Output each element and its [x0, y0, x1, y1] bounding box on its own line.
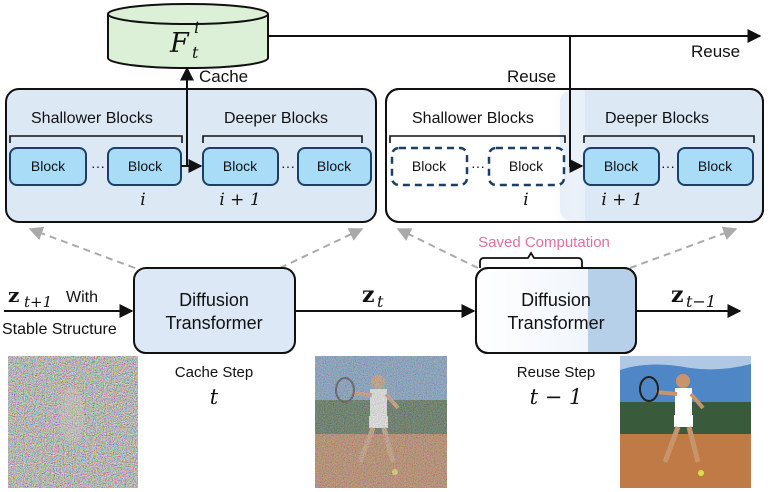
- transformer-left-line2: Transformer: [165, 313, 262, 333]
- right-block-last-label: Block: [698, 158, 733, 174]
- cache-step-panel: Shallower Blocks Deeper Blocks Block ···…: [5, 88, 377, 223]
- left-index-i1: i + 1: [219, 190, 260, 210]
- left-dots-1: ···: [91, 158, 105, 174]
- saved-computation-label: Saved Computation: [478, 234, 610, 251]
- mid-symbol: z: [362, 282, 375, 308]
- noisy-image-t-plus-1: [8, 356, 138, 488]
- right-dots-1: ···: [471, 158, 485, 174]
- transformer-right-line1: Diffusion: [521, 290, 591, 310]
- left-block-last-label: Block: [317, 158, 352, 174]
- input-with: With: [66, 289, 98, 306]
- right-shallow-brace: [389, 135, 566, 143]
- right-block-i1: [583, 147, 660, 186]
- input-stable: Stable Structure: [2, 321, 117, 338]
- left-block-i1-label: Block: [223, 158, 258, 174]
- reuse-step-panel: Shallower Blocks Deeper Blocks Block ···…: [385, 88, 764, 223]
- cache-sub: t: [192, 43, 199, 62]
- left-deep-title: Deeper Blocks: [224, 110, 328, 127]
- right-deep-brace: [583, 135, 755, 143]
- left-connector-a: [28, 226, 136, 269]
- cache-symbol: F: [169, 28, 190, 59]
- left-dots-2: ···: [281, 158, 295, 174]
- right-dots-2: ···: [661, 158, 675, 174]
- left-shallow-brace: [9, 135, 183, 143]
- reuse-step-t: t − 1: [530, 385, 583, 409]
- reuse-into-block-arrow: [569, 88, 584, 173]
- left-block-i1: [202, 147, 279, 186]
- partially-denoised-image-t: [315, 356, 447, 488]
- saved-computation-brace: [479, 251, 583, 268]
- reuse-label-top: Reuse: [507, 67, 556, 86]
- right-block-i-label: Block: [509, 158, 544, 174]
- transformer-right-line2: Transformer: [507, 313, 604, 333]
- left-block-1-label: Block: [31, 158, 66, 174]
- out-sub: t−1: [686, 292, 716, 311]
- left-block-1: [9, 147, 87, 186]
- left-deep-brace: [202, 135, 363, 143]
- right-shallow-title: Shallower Blocks: [412, 110, 534, 127]
- left-connector-b: [279, 228, 364, 269]
- right-block-1-skipped: [390, 146, 469, 187]
- cache-sup: i: [194, 18, 199, 37]
- left-index-i: i: [140, 190, 145, 210]
- right-block-i-skipped: [487, 146, 566, 187]
- denoised-image-t-minus-1: [620, 356, 751, 488]
- cache-label: Cache: [199, 67, 248, 86]
- right-block-1-label: Block: [412, 158, 447, 174]
- diffusion-transformer-reuse: Diffusion Transformer: [475, 267, 637, 354]
- right-index-i: i: [523, 190, 528, 210]
- right-deep-title: Deeper Blocks: [605, 110, 709, 127]
- cache-step-t: t: [210, 385, 219, 409]
- right-connector-b: [629, 226, 738, 269]
- right-block-i1-label: Block: [604, 158, 639, 174]
- input-sub: t+1: [24, 293, 52, 311]
- reuse-step-label: Reuse Step: [517, 364, 595, 381]
- diffusion-transformer-cache: Diffusion Transformer: [133, 267, 296, 354]
- right-connector-a: [396, 228, 479, 269]
- right-block-last: [677, 147, 754, 186]
- reuse-label-right: Reuse: [691, 42, 740, 61]
- left-block-last: [297, 147, 372, 186]
- feature-cache-database: F t i: [107, 3, 269, 69]
- transformer-left-line1: Diffusion: [179, 290, 249, 310]
- input-symbol: z: [8, 283, 19, 307]
- mid-sub: t: [377, 292, 384, 311]
- out-symbol: z: [671, 282, 684, 308]
- right-index-i1: i + 1: [601, 190, 642, 210]
- left-shallow-title: Shallower Blocks: [31, 110, 153, 127]
- left-block-i-label: Block: [128, 158, 163, 174]
- cache-step-label: Cache Step: [175, 364, 253, 381]
